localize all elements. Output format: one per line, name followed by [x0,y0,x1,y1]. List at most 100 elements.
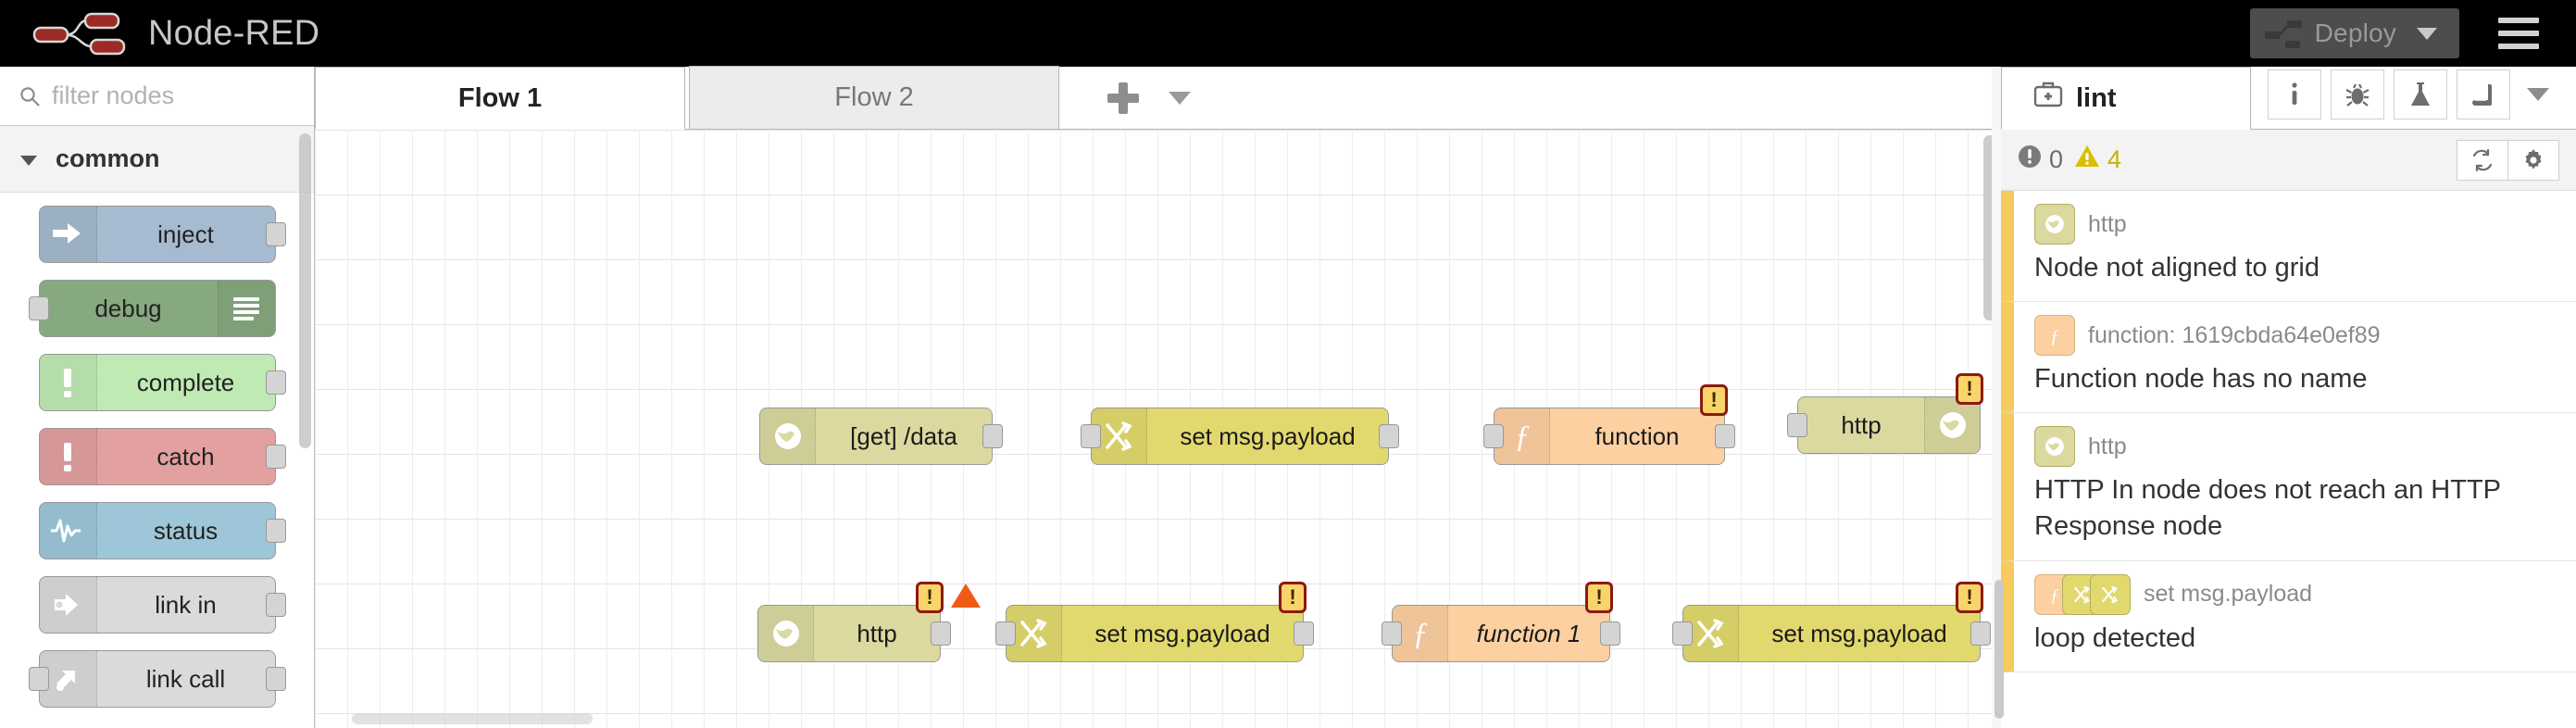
lint-item[interactable]: http Node not aligned to grid [2001,191,2576,303]
app-title: Node-RED [148,13,320,53]
deploy-icon [2263,15,2306,52]
input-port[interactable] [28,296,49,320]
flow-node-function-1[interactable]: ƒ function 1 ! [1382,582,1620,662]
output-port[interactable] [265,519,286,543]
flow-node-change-set-payload-3[interactable]: set msg.payload ! [1672,582,1991,662]
input-port[interactable] [28,667,49,691]
tab-lint[interactable]: lint [2001,67,2251,130]
search-input[interactable] [52,82,283,110]
lint-item-icons: ƒ [2034,573,2131,615]
palette-node-link-call[interactable]: link call [28,650,286,708]
flow-node-http-in-get-data[interactable]: [get] /data [759,408,1003,465]
lint-item-source: set msg.payload [2144,581,2313,608]
palette-scrollbar[interactable] [299,133,311,448]
change-icon [2090,573,2131,615]
warning-badge-icon[interactable]: ! [1700,384,1728,416]
add-flow-button[interactable] [1107,82,1139,114]
canvas-horizontal-scrollbar[interactable] [352,713,593,724]
output-port[interactable] [265,370,286,395]
output-port[interactable] [1715,424,1735,448]
lint-item[interactable]: http HTTP In node does not reach an HTTP… [2001,413,2576,561]
lint-item[interactable]: ƒ function: 1619cbda64e0ef89 Function no… [2001,302,2576,414]
error-triangle-icon[interactable] [951,584,981,608]
output-port[interactable] [1600,621,1620,646]
flow-list-chevron-down-icon[interactable] [1169,92,1191,105]
output-port[interactable] [265,593,286,617]
input-port[interactable] [1483,424,1504,448]
bug-icon[interactable] [2331,69,2384,119]
warning-badge-icon[interactable]: ! [916,582,944,613]
flow-node-label: set msg.payload [1180,421,1356,450]
flow-tabbar: Flow 1 Flow 2 [315,66,2000,130]
change-icon [1683,606,1739,661]
palette-node-link-in[interactable]: link in [38,576,286,634]
input-port[interactable] [1081,424,1101,448]
gear-icon[interactable] [2507,139,2559,181]
flow-node-change-set-payload-1[interactable]: set msg.payload [1081,408,1399,465]
flow-node-http-in-2[interactable]: http ! [757,582,981,662]
svg-text:ƒ: ƒ [2050,327,2059,347]
tab-flow-1[interactable]: Flow 1 [315,67,685,130]
palette-search[interactable] [0,67,314,126]
warning-badge-icon[interactable]: ! [1956,582,1983,613]
lint-item-source: http [2088,433,2127,459]
palette-node-list: inject debug [0,193,314,708]
warning-badge-icon[interactable]: ! [1585,582,1613,613]
tab-flow-2[interactable]: Flow 2 [689,66,1059,129]
node-red-logo-icon [31,11,131,56]
flow-node-http-response[interactable]: http ! [1787,373,1983,454]
flow-node-change-set-payload-2[interactable]: set msg.payload ! [995,582,1314,662]
sidebar-resize-handle[interactable] [1992,67,2001,728]
palette-node-debug[interactable]: debug [28,280,276,337]
globe-icon [760,408,816,464]
output-port[interactable] [265,667,286,691]
output-port[interactable] [1294,621,1314,646]
flow-node-function[interactable]: ƒ function ! [1483,384,1735,465]
output-port[interactable] [265,445,286,469]
hamburger-menu-icon[interactable] [2483,18,2554,49]
sidebar-scrollbar[interactable] [1995,580,2004,719]
chevron-down-icon[interactable] [2417,27,2437,40]
deploy-label: Deploy [2314,19,2396,47]
lint-item-message: HTTP In node does not reach an HTTP Resp… [2034,475,2501,542]
palette-node-inject[interactable]: inject [38,206,286,263]
output-port[interactable] [931,621,951,646]
warning-triangle-icon [2074,144,2100,175]
palette-node-status[interactable]: status [38,502,286,559]
warning-badge-icon[interactable]: ! [1279,582,1307,613]
sidebar-chevron-down-icon[interactable] [2527,88,2549,101]
refresh-icon[interactable] [2457,139,2508,181]
info-icon[interactable] [2268,69,2321,119]
input-port[interactable] [1787,413,1807,437]
debug-lines-icon [217,281,275,336]
input-port[interactable] [1672,621,1693,646]
input-port[interactable] [995,621,1016,646]
palette-node-label: link in [155,590,217,619]
flask-icon[interactable] [2394,69,2447,119]
palette-node-catch[interactable]: catch [38,428,286,485]
medkit-icon [2033,81,2063,116]
lint-item[interactable]: ƒ set msg.payload [2001,560,2576,672]
output-port[interactable] [265,222,286,246]
book-icon[interactable] [2457,69,2510,119]
tab-label: Flow 2 [834,82,914,112]
globe-icon [758,606,814,661]
palette-category-common[interactable]: common [0,126,314,193]
palette-node-complete[interactable]: complete [38,354,286,411]
function-icon: ƒ [1393,606,1448,661]
palette-category-label: common [56,144,160,172]
lint-item-header: ƒ set msg.payload [2034,573,2557,615]
deploy-button[interactable]: Deploy [2249,8,2459,58]
flow-node-label: function [1594,421,1680,450]
input-port[interactable] [1382,621,1402,646]
function-icon: ƒ [1494,408,1550,464]
output-port[interactable] [1970,621,1991,646]
output-port[interactable] [982,424,1003,448]
flow-canvas[interactable]: [get] /data set msg.payload [315,130,2000,728]
inject-arrow-icon [39,207,97,262]
warning-badge-icon[interactable]: ! [1956,373,1983,405]
header-actions: Deploy [2249,0,2576,67]
output-port[interactable] [1379,424,1399,448]
change-icon [1092,408,1147,464]
